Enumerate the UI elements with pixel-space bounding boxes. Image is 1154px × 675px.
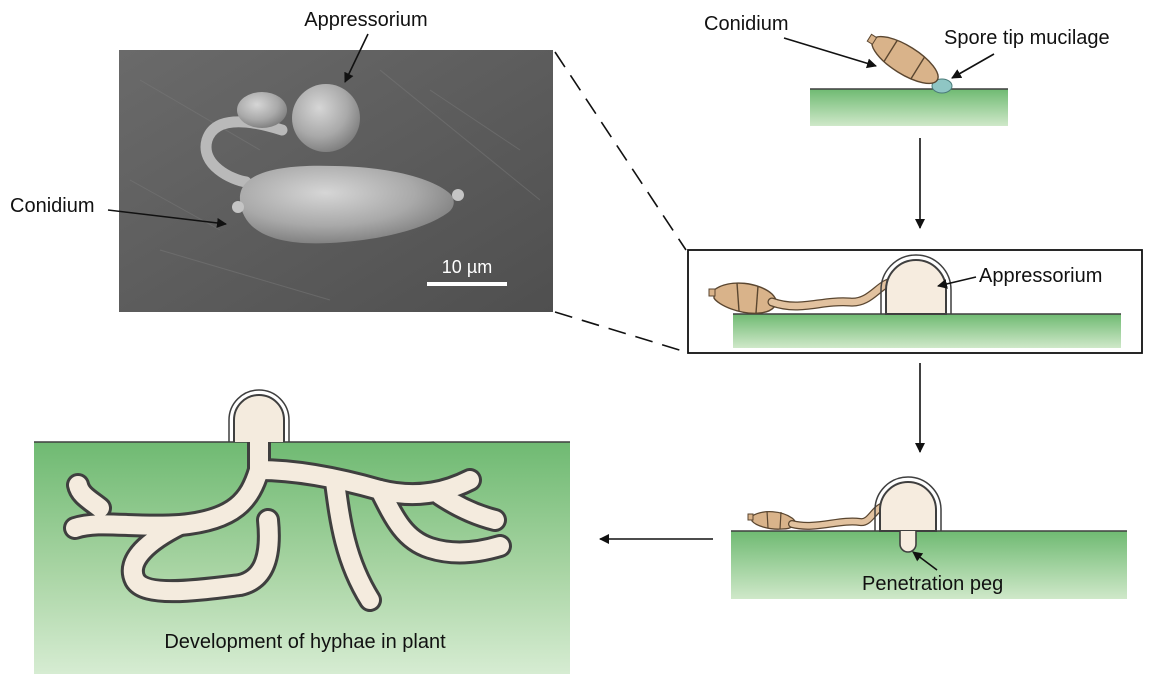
stage-2-plant-surface [733, 314, 1121, 348]
zoom-line-top [555, 52, 686, 250]
stage-1-mucilage-label: Spore tip mucilage [944, 27, 1110, 49]
stage-1-conidium [862, 26, 945, 92]
stage-3-conidium [748, 511, 795, 529]
penetration-peg [900, 531, 916, 552]
sem-appressorium-label: Appressorium [304, 9, 427, 31]
scale-bar-label: 10 µm [442, 257, 492, 277]
zoom-line-bottom [555, 312, 686, 352]
sem-conidium-label: Conidium [10, 195, 94, 217]
sem-micrograph: 10 µm [119, 50, 553, 312]
stage-1-conidium-arrow [784, 38, 876, 66]
stage-2-appressorium-label: Appressorium [979, 265, 1102, 287]
hyphae-appressorium [234, 395, 284, 442]
stage-3-penetration: Penetration peg [731, 477, 1127, 599]
scale-bar-line [427, 282, 507, 286]
stage-2-appressorium-formation: Appressorium [688, 250, 1142, 353]
hyphae-development-panel: Development of hyphae in plant [34, 390, 570, 674]
hyphae-caption: Development of hyphae in plant [164, 631, 446, 653]
stage-1-mucilage-arrow [952, 54, 994, 78]
stage-1-conidium-label: Conidium [704, 13, 788, 35]
stage-1-plant-surface [810, 89, 1008, 126]
stage-2-appressorium [886, 260, 946, 314]
stage-3-appressorium [880, 482, 936, 531]
stage-1-attachment: Conidium Spore tip mucilage [704, 13, 1110, 126]
stage-3-peg-label: Penetration peg [862, 573, 1003, 595]
